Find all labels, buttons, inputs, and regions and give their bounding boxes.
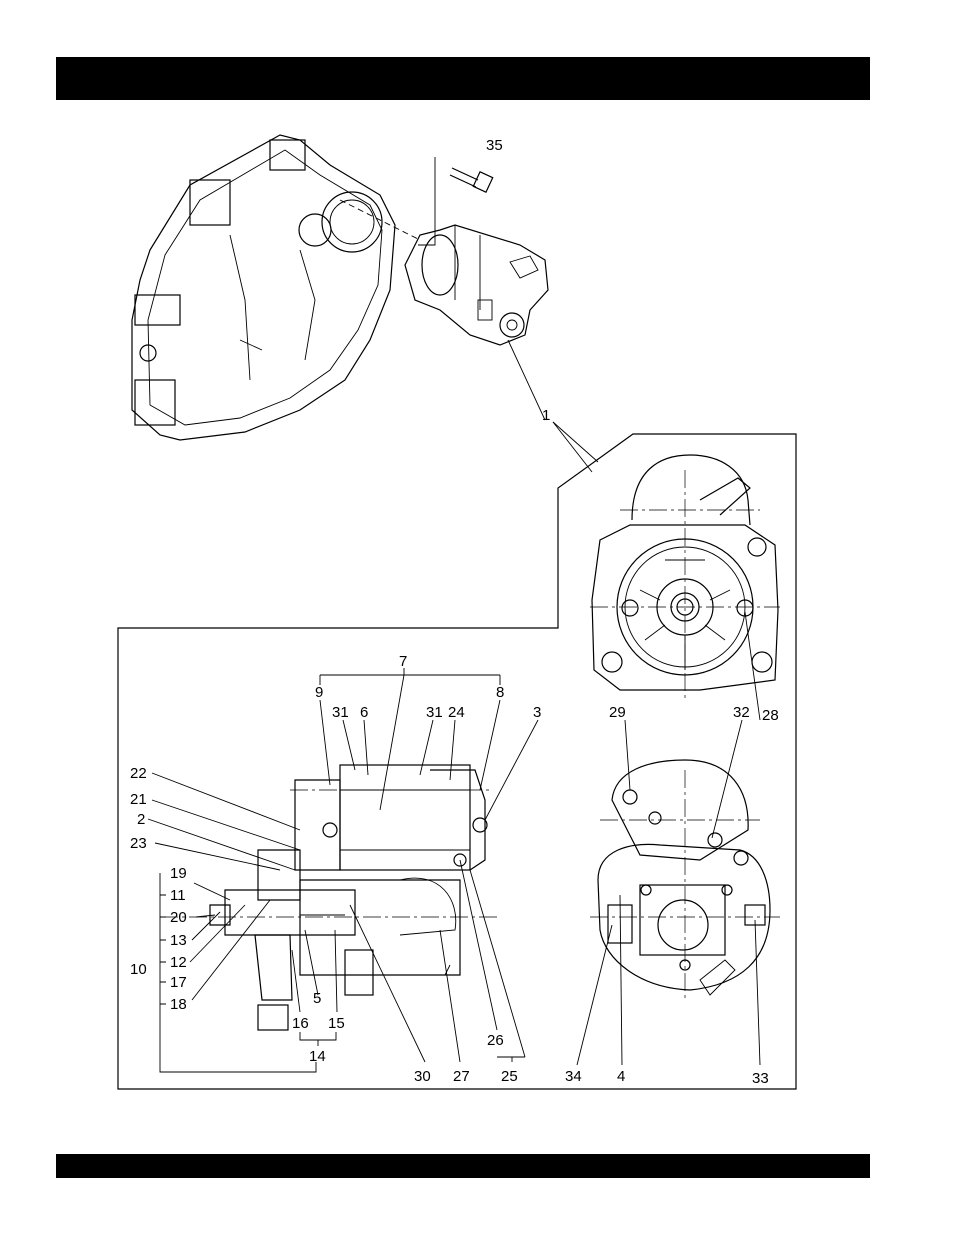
label-13: 13 [170,932,187,949]
label-32: 32 [733,704,750,721]
label-19: 19 [170,865,187,882]
label-12: 12 [170,954,187,971]
label-31a: 31 [332,704,349,721]
starter-rear-view [590,760,780,1000]
starter-front-view [590,455,780,700]
label-21: 21 [130,791,147,808]
label-25: 25 [501,1068,518,1085]
flywheel-housing [132,135,420,440]
label-4: 4 [617,1068,625,1085]
label-15: 15 [328,1015,345,1032]
label-10: 10 [130,961,147,978]
label-14: 14 [309,1048,326,1065]
label-27: 27 [453,1068,470,1085]
label-31b: 31 [426,704,443,721]
label-17: 17 [170,974,187,991]
label-7: 7 [399,653,407,670]
leader-lines [148,612,760,1072]
part-labels: 35 1 7 9 8 31 6 31 24 3 29 32 28 22 21 2… [130,137,779,1087]
label-24: 24 [448,704,465,721]
label-29: 29 [609,704,626,721]
label-35: 35 [486,137,503,154]
label-22: 22 [130,765,147,782]
label-16: 16 [292,1015,309,1032]
label-6: 6 [360,704,368,721]
label-34: 34 [565,1068,582,1085]
label-11: 11 [170,887,186,904]
label-18: 18 [170,996,187,1013]
label-1: 1 [542,407,550,424]
label-30: 30 [414,1068,431,1085]
label-5: 5 [313,990,321,1007]
label-33: 33 [752,1070,769,1087]
starter-small-view [405,225,548,345]
label-26: 26 [487,1032,504,1049]
label-20: 20 [170,909,187,926]
label-23: 23 [130,835,147,852]
label-9: 9 [315,684,323,701]
detail-frame [118,434,796,1089]
label-8: 8 [496,684,504,701]
label-2: 2 [137,811,145,828]
label-3: 3 [533,704,541,721]
label-28: 28 [762,707,779,724]
